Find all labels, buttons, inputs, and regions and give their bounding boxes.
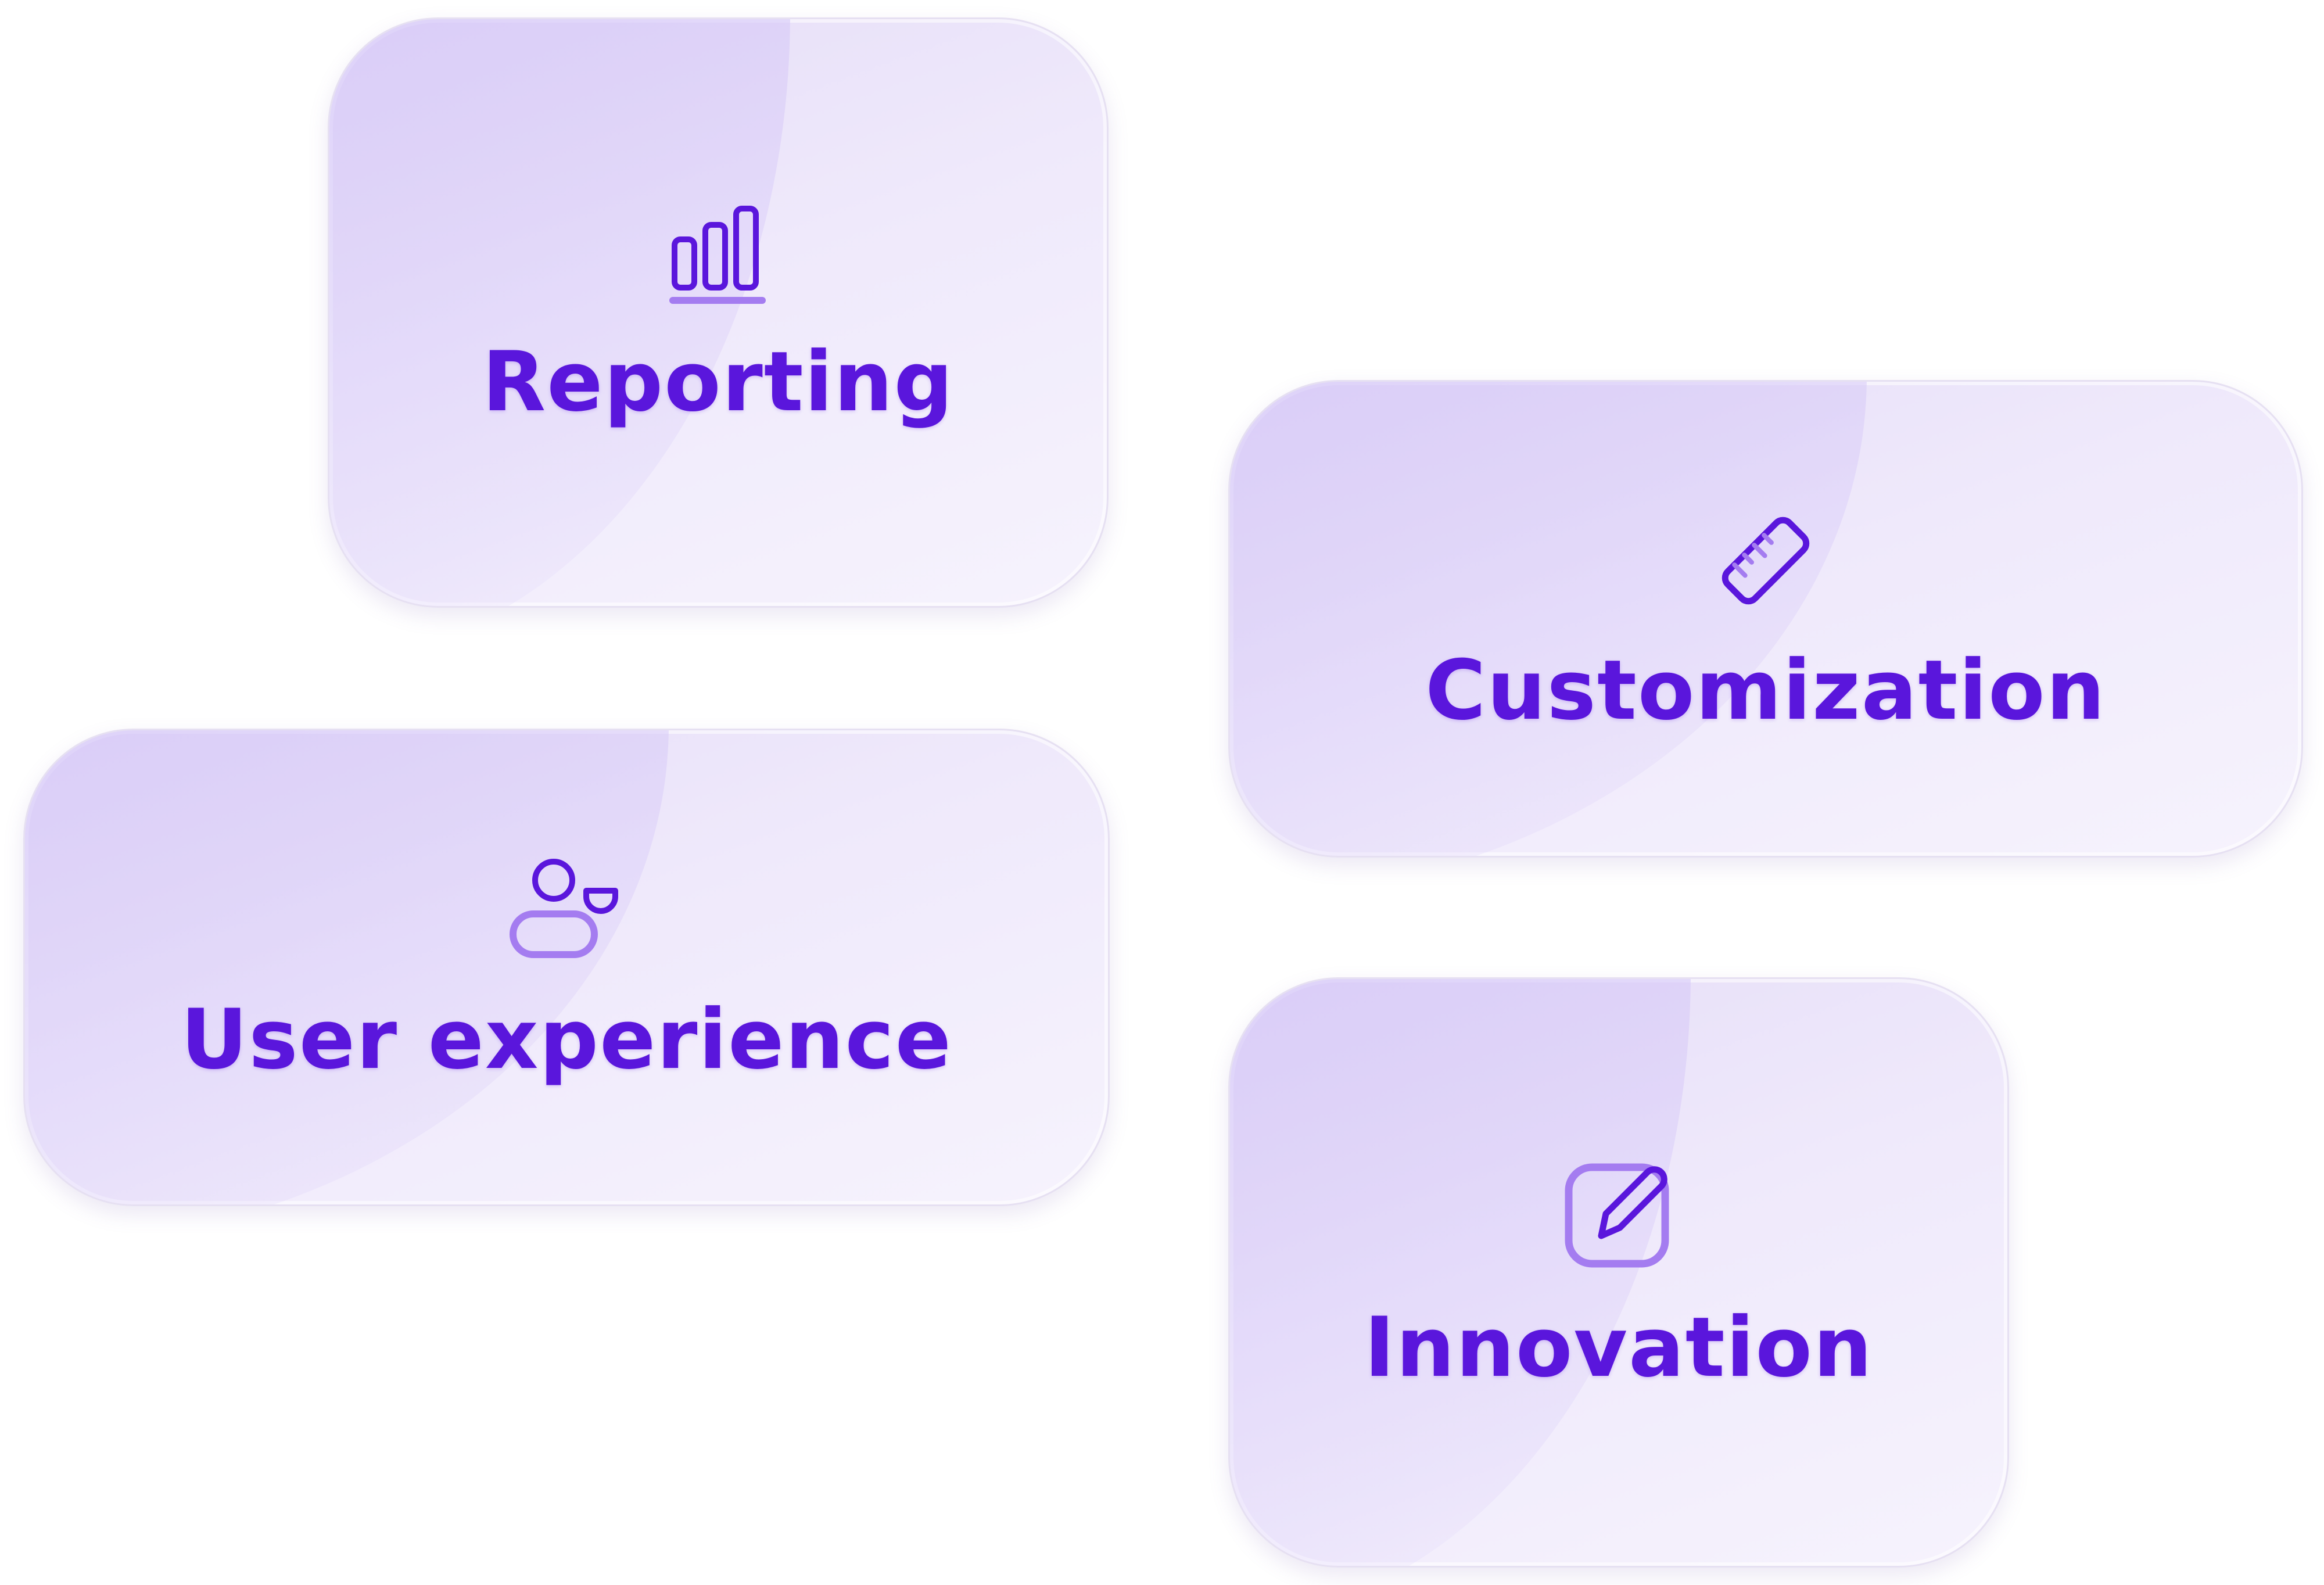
card-label-customization: Customization bbox=[1425, 643, 2106, 738]
bar-chart-icon bbox=[669, 206, 766, 304]
ruler-icon bbox=[1722, 517, 1810, 605]
card-reporting[interactable]: Reporting bbox=[328, 17, 1109, 608]
card-customization[interactable]: Customization bbox=[1228, 380, 2303, 858]
card-label-user-experience: User experience bbox=[180, 992, 953, 1088]
card-innovation[interactable]: Innovation bbox=[1228, 977, 2009, 1568]
edit-square-icon bbox=[1565, 1163, 1669, 1268]
card-user-experience[interactable]: User experience bbox=[23, 729, 1110, 1206]
user-icon bbox=[510, 859, 618, 958]
card-label-innovation: Innovation bbox=[1364, 1300, 1874, 1396]
card-label-reporting: Reporting bbox=[482, 334, 955, 430]
